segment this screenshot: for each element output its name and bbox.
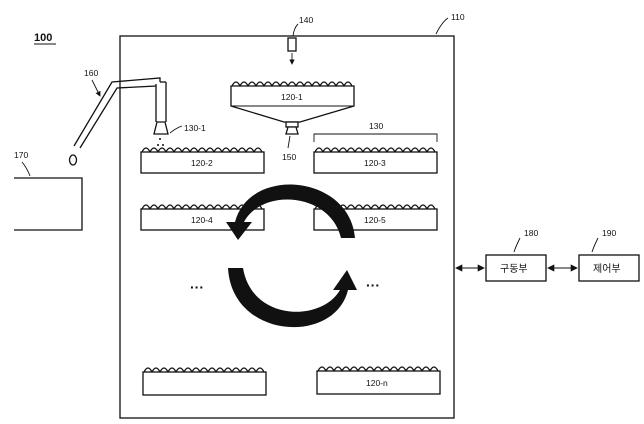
tray-120-1-hopper: 120-1	[230, 81, 355, 135]
tray-group-label-130: 130	[313, 121, 438, 142]
controller-block-190: 190 제어부	[578, 228, 640, 282]
tray-120-n: 120-n	[316, 366, 441, 395]
svg-text:100: 100	[34, 32, 52, 44]
svg-text:120-1: 120-1	[281, 92, 303, 102]
svg-text:190: 190	[602, 228, 616, 238]
svg-text:160: 160	[84, 68, 98, 78]
svg-text:120-5: 120-5	[364, 215, 386, 225]
tray-120-2: 120-2	[140, 147, 265, 174]
figure-number: 100	[34, 32, 56, 45]
driver-label: 구동부	[500, 263, 528, 275]
ellipsis-left: ···	[190, 279, 204, 295]
driver-block-180: 180 구동부	[485, 228, 547, 282]
circulation-arrow-bottom	[228, 268, 357, 328]
tray-bottom-left	[142, 367, 267, 396]
ellipsis-right: ···	[366, 277, 380, 293]
nozzle-140: 140	[287, 15, 313, 65]
outlet-label-150: 150	[282, 135, 296, 162]
svg-text:110: 110	[451, 12, 465, 22]
svg-text:130: 130	[369, 121, 383, 131]
svg-text:140: 140	[299, 15, 313, 25]
controller-box	[578, 254, 640, 282]
svg-text:170: 170	[14, 150, 28, 160]
svg-text:120-4: 120-4	[191, 215, 213, 225]
dispenser-label-130-1: 130-1	[157, 123, 206, 146]
controller-label: 제어부	[593, 263, 621, 275]
svg-text:120-2: 120-2	[191, 158, 213, 168]
tray-120-3: 120-3	[313, 147, 438, 174]
collector-170: 170	[14, 150, 83, 231]
circulation-arrow-top	[226, 184, 355, 240]
svg-text:120-n: 120-n	[366, 378, 388, 388]
svg-text:180: 180	[524, 228, 538, 238]
driver-box	[485, 254, 547, 282]
svg-text:120-3: 120-3	[364, 158, 386, 168]
chamber-label: 110	[435, 12, 465, 35]
svg-text:150: 150	[282, 152, 296, 162]
feeder-160: 160	[68, 68, 169, 166]
svg-text:130-1: 130-1	[184, 123, 206, 133]
